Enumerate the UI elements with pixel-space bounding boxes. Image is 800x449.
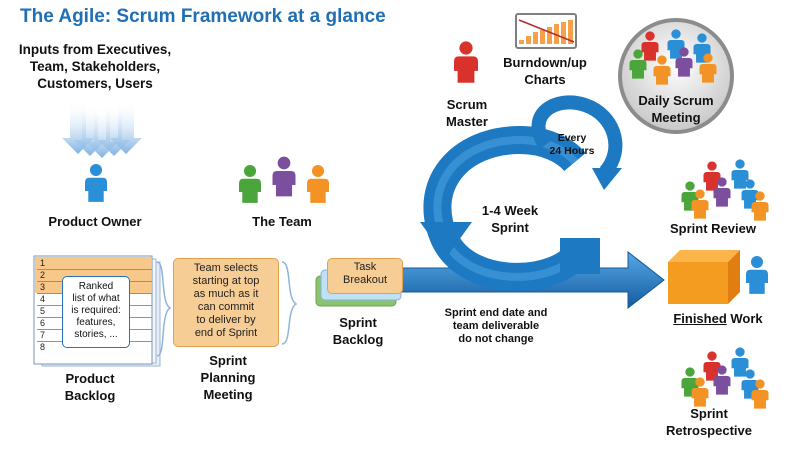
- people-layer: [85, 29, 769, 409]
- planning-brace: [281, 261, 298, 345]
- team-member-icon: [239, 164, 261, 203]
- sprint-backlog-label: Sprint Backlog: [332, 315, 384, 347]
- team-member-icon: [713, 177, 731, 207]
- burndown-chart-icon: [515, 13, 577, 49]
- page-title: The Agile: Scrum Framework at a glance: [20, 6, 386, 27]
- backlog-row-number: 1: [40, 258, 46, 268]
- backlog-row-number: 3: [40, 282, 46, 292]
- every-24-hours-label: Every 24 Hours: [549, 132, 595, 157]
- inputs-arrows: [62, 100, 142, 158]
- backlog-row-number: 8: [40, 342, 46, 352]
- team-member-icon: [699, 53, 717, 83]
- task-breakout-card: Task Breakout: [327, 258, 403, 294]
- team-member-icon: [731, 347, 749, 377]
- sprint-planning-label: Sprint Planning Meeting: [200, 353, 256, 402]
- sprint-planning-box: Team selects starting at top as much as …: [173, 258, 279, 347]
- team-member-icon: [653, 55, 671, 85]
- burndown-charts-label: Burndown/up Charts: [503, 55, 587, 87]
- product-owner-icon: [85, 163, 107, 202]
- the-team-label: The Team: [252, 214, 312, 229]
- daily-scrum-label: Daily Scrum Meeting: [638, 93, 714, 125]
- team-member-icon: [629, 49, 647, 79]
- team-member-icon: [272, 156, 296, 197]
- team-member-icon: [751, 379, 769, 409]
- sprint-retrospective-label: Sprint Retrospective: [666, 406, 752, 438]
- scrum-master-icon: [454, 41, 478, 83]
- backlog-row-number: 4: [40, 294, 46, 304]
- sprint-end-note: Sprint end date and team deliverable do …: [444, 307, 548, 345]
- team-member-icon: [307, 164, 329, 203]
- backlog-row-number: 5: [40, 306, 46, 316]
- backlog-row-number: 2: [40, 270, 46, 280]
- product-owner-label: Product Owner: [48, 214, 142, 229]
- daily-cycle-arrow: [531, 95, 623, 190]
- team-member-icon: [731, 159, 749, 189]
- team-member-icon: [691, 377, 709, 407]
- sprint-cycle-label: 1-4 Week Sprint: [481, 203, 539, 235]
- inputs-label: Inputs from Executives, Team, Stakeholde…: [18, 42, 172, 91]
- team-member-icon: [751, 191, 769, 221]
- backlog-row-number: 7: [40, 330, 46, 340]
- team-member-icon: [713, 365, 731, 395]
- sprint-review-label: Sprint Review: [670, 221, 756, 236]
- team-member-icon: [675, 47, 693, 77]
- team-member-icon: [691, 189, 709, 219]
- team-member-icon: [641, 31, 659, 61]
- finished-work-box: [668, 250, 740, 304]
- team-member-icon: [703, 351, 721, 381]
- customer-icon: [746, 255, 768, 294]
- scrum-master-label: Scrum Master: [446, 97, 488, 129]
- backlog-callout: Ranked list of what is required: feature…: [62, 276, 130, 348]
- team-member-icon: [703, 161, 721, 191]
- backlog-row-number: 6: [40, 318, 46, 328]
- finished-work-label: Finished Work: [673, 311, 763, 326]
- product-backlog-label: Product Backlog: [64, 371, 116, 403]
